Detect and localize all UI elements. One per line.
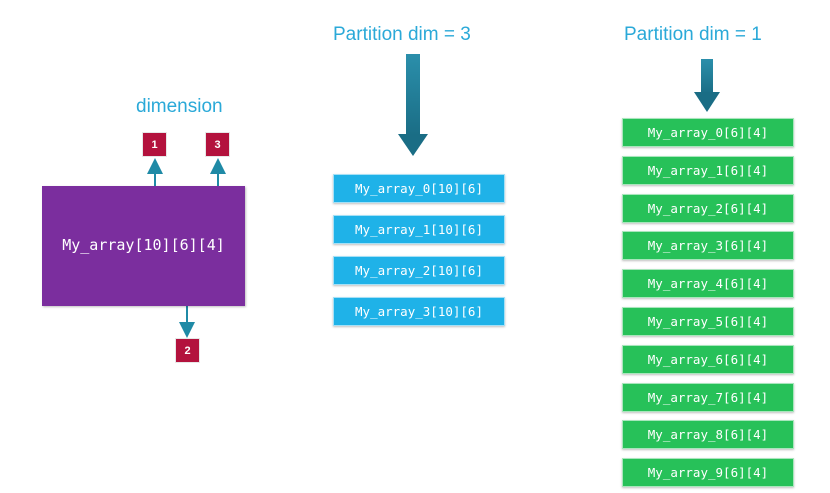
partition-dim3-cell-2: My_array_2[10][6] — [333, 256, 505, 285]
partition-dim3-cell-1: My_array_1[10][6] — [333, 215, 505, 244]
partition-dim1-cell-9: My_array_9[6][4] — [622, 458, 794, 488]
source-array-box — [42, 186, 245, 306]
partition-dim1-cell-8: My_array_8[6][4] — [622, 420, 794, 450]
partition-dim3-cell-3: My_array_3[10][6] — [333, 297, 505, 326]
partition-dim1-cell-6: My_array_6[6][4] — [622, 344, 794, 374]
partition-dim1-cell-3: My_array_3[6][4] — [622, 231, 794, 261]
partition-dim1-cell-5: My_array_5[6][4] — [622, 307, 794, 336]
dimension-label: dimension — [136, 96, 223, 117]
partition-dim3-cell-0: My_array_0[10][6] — [333, 174, 505, 203]
source-array-label: My_array[10][6][4] — [62, 236, 225, 254]
partition-dim1-cell-7: My_array_7[6][4] — [622, 382, 794, 412]
dimension-badge-2: 2 — [175, 338, 200, 363]
partition-dim1-cell-1: My_array_1[6][4] — [622, 155, 794, 185]
partition-dim3-title: Partition dim = 3 — [333, 24, 471, 45]
partition-dim1-title: Partition dim = 1 — [624, 24, 762, 45]
dimension-badge-1: 1 — [142, 132, 167, 157]
dimension-badge-3: 3 — [205, 132, 230, 157]
partition-dim1-cell-4: My_array_4[6][4] — [622, 269, 794, 299]
partition-dim1-arrow — [694, 59, 720, 112]
partition-dim3-arrow — [398, 54, 428, 156]
partition-dim1-cell-0: My_array_0[6][4] — [622, 118, 794, 147]
partition-dim1-cell-2: My_array_2[6][4] — [622, 193, 794, 223]
